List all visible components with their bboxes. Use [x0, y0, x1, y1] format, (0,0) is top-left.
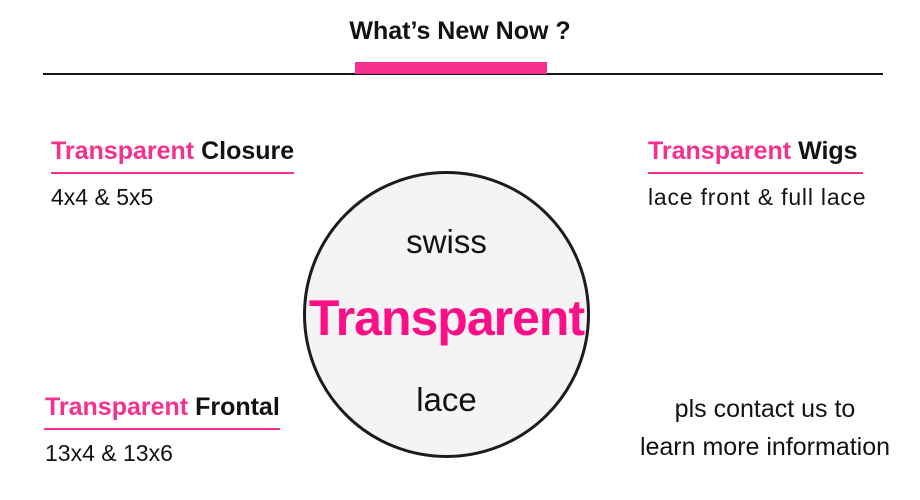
frontal-heading-underline: [44, 428, 280, 430]
category-frontal-heading: Transparent Frontal: [45, 394, 280, 421]
contact-note: pls contact us to learn more information: [622, 390, 908, 466]
category-closure-detail: 4x4 & 5x5: [51, 184, 154, 210]
closure-heading-highlight: Transparent: [51, 137, 195, 165]
wigs-heading-label: Wigs: [798, 137, 858, 165]
category-closure: Transparent Closure 4x4 & 5x5: [51, 138, 294, 209]
closure-heading-underline: [51, 172, 294, 174]
circle-text-lace: lace: [416, 381, 477, 418]
page-title: What’s New Now ?: [349, 17, 571, 45]
circle-text-transparent: Transparent: [308, 290, 585, 346]
category-wigs-detail: lace front & full lace: [648, 184, 867, 210]
frontal-heading-highlight: Transparent: [45, 393, 189, 421]
wigs-heading-underline: [648, 172, 863, 174]
frontal-heading-label: Frontal: [195, 393, 280, 421]
wigs-heading-highlight: Transparent: [648, 137, 792, 165]
category-wigs: Transparent Wigs lace front & full lace: [648, 138, 866, 209]
category-frontal: Transparent Frontal 13x4 & 13x6: [44, 394, 280, 466]
category-closure-heading: Transparent Closure: [51, 138, 294, 165]
category-wigs-heading: Transparent Wigs: [648, 138, 866, 165]
contact-line2: learn more information: [639, 433, 891, 461]
circle-text-swiss: swiss: [406, 223, 487, 260]
closure-heading-label: Closure: [201, 137, 295, 165]
divider-line: [43, 73, 883, 75]
title-accent-bar: [355, 62, 547, 74]
contact-line1: pls contact us to: [674, 395, 856, 423]
category-frontal-detail: 13x4 & 13x6: [45, 440, 173, 466]
transparent-lace-circle: swiss Transparent lace: [303, 171, 590, 458]
